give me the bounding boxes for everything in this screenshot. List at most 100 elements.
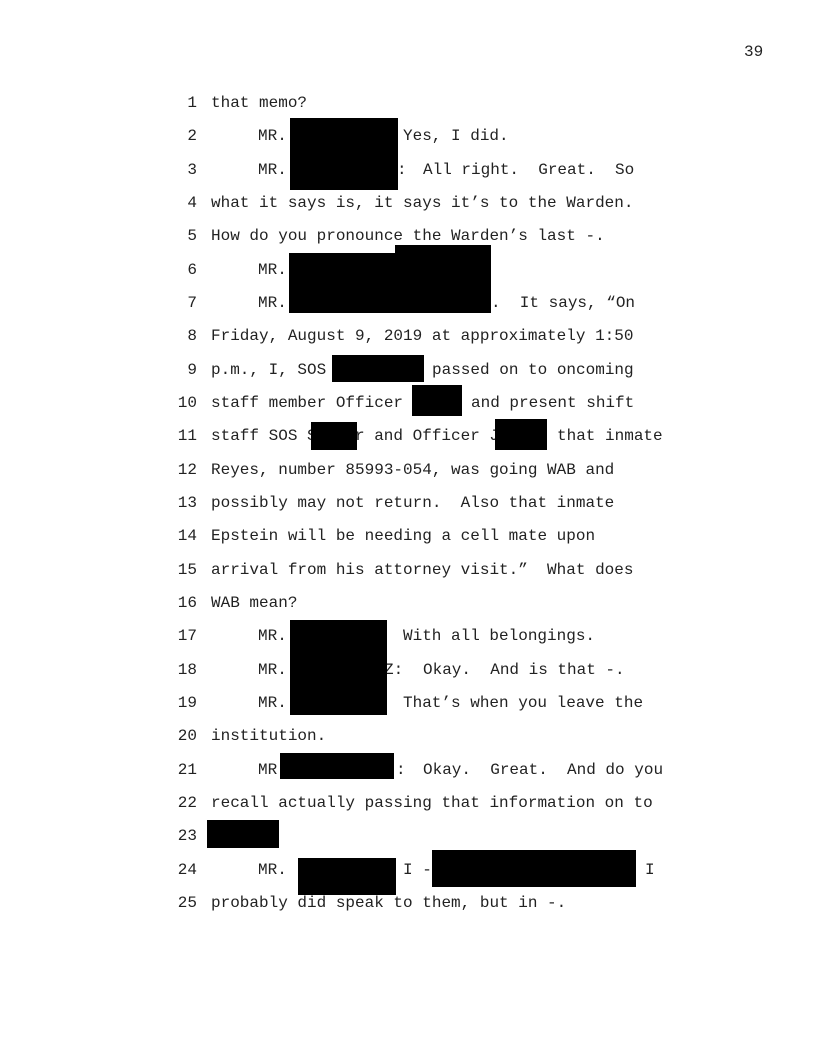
- transcript-line: 9 p.m., I, SOS passed on to oncoming: [0, 360, 816, 380]
- line-text: I -: [403, 860, 432, 879]
- line-text: . It says, “On: [491, 293, 636, 312]
- line-text: Z:: [384, 660, 404, 679]
- transcript-line: 19 MR. That’s when you leave the: [0, 693, 816, 713]
- line-number: 18: [177, 660, 197, 679]
- line-number: 2: [187, 127, 197, 146]
- line-text: Yes, I did.: [403, 127, 509, 146]
- line-text: Epstein will be needing a cell mate upon: [211, 527, 596, 546]
- line-text: and present shift: [471, 393, 635, 412]
- line-text: Okay. Great. And do you: [423, 760, 664, 779]
- line-number: 21: [177, 760, 197, 779]
- redaction-box: [495, 419, 547, 450]
- transcript-line: 6 MR.: [0, 260, 816, 280]
- transcript-line: 2 MR. Yes, I did.: [0, 126, 816, 146]
- transcript-line: 13 possibly may not return. Also that inm…: [0, 493, 816, 513]
- line-number: 14: [177, 527, 197, 546]
- transcript-line: 16 WAB mean?: [0, 593, 816, 613]
- line-text: possibly may not return. Also that inmat…: [211, 493, 615, 512]
- line-text: that memo?: [211, 94, 308, 112]
- transcript-line: 4 what it says is, it says it’s to the Wa…: [0, 193, 816, 213]
- line-text: probably did speak to them, but in -.: [211, 893, 567, 912]
- line-text: All right. Great. So: [423, 160, 635, 179]
- redaction-box: [298, 858, 396, 895]
- line-number: 20: [177, 727, 197, 746]
- redaction-box: [311, 422, 357, 450]
- transcript-line: 3 MR.: All right. Great. So: [0, 160, 816, 180]
- transcript-line: 22 recall actually passing that informati…: [0, 793, 816, 813]
- line-number: 4: [187, 193, 197, 212]
- line-number: 16: [177, 593, 197, 612]
- line-text: staff SOS S: [211, 427, 317, 446]
- redaction-box: [332, 355, 424, 382]
- line-number: 1: [187, 94, 197, 112]
- line-number: 13: [177, 493, 197, 512]
- line-text: passed on to oncoming: [432, 360, 634, 379]
- page-number: 39: [744, 43, 764, 61]
- line-text: :: [396, 760, 406, 779]
- line-text: p.m., I, SOS: [211, 360, 327, 379]
- transcript-line: 1 that memo?: [0, 93, 816, 113]
- line-text: I: [645, 860, 655, 879]
- line-text: MR.: [258, 660, 287, 679]
- line-number: 23: [177, 827, 197, 846]
- line-text: institution.: [211, 727, 327, 746]
- line-number: 25: [177, 893, 197, 912]
- transcript-line: 11 staff SOS S r and Officer J that inmate: [0, 426, 816, 446]
- line-text: Okay. And is that -.: [423, 660, 625, 679]
- line-text: Friday, August 9, 2019 at approximately …: [211, 327, 634, 346]
- redaction-box: [290, 118, 398, 190]
- redaction-box: [412, 385, 462, 416]
- line-text: MR.: [258, 693, 287, 712]
- line-number: 10: [177, 393, 197, 412]
- line-text: arrival from his attorney visit.” What d…: [211, 560, 634, 579]
- transcript-line: 15 arrival from his attorney visit.” What…: [0, 560, 816, 580]
- line-text: MR.: [258, 127, 287, 146]
- transcript-line: 7 MR. . It says, “On: [0, 293, 816, 313]
- line-text: MR.: [258, 860, 287, 879]
- redaction-box: [290, 620, 387, 715]
- line-text: that inmate: [557, 427, 663, 446]
- line-number: 3: [187, 160, 197, 179]
- line-number: 17: [177, 627, 197, 646]
- line-text: r and Officer J: [355, 427, 500, 446]
- line-number: 11: [177, 427, 197, 446]
- transcript-line: 23: [0, 826, 816, 846]
- transcript-line: 8 Friday, August 9, 2019 at approximately…: [0, 326, 816, 346]
- line-text: MR.: [258, 260, 287, 279]
- line-number: 8: [187, 327, 197, 346]
- redaction-box: [432, 850, 636, 887]
- line-text: MR: [258, 760, 278, 779]
- redaction-box: [280, 753, 394, 779]
- transcript-line: 20 institution.: [0, 726, 816, 746]
- transcript-line: 25 probably did speak to them, but in -.: [0, 893, 816, 913]
- line-number: 6: [187, 260, 197, 279]
- transcript-line: 12 Reyes, number 85993-054, was going WAB…: [0, 460, 816, 480]
- line-text: recall actually passing that information…: [211, 793, 653, 812]
- line-text: That’s when you leave the: [403, 693, 644, 712]
- line-number: 19: [177, 693, 197, 712]
- transcript-line: 14 Epstein will be needing a cell mate up…: [0, 526, 816, 546]
- line-text: :: [397, 160, 407, 179]
- line-number: 15: [177, 560, 197, 579]
- line-text: WAB mean?: [211, 593, 298, 612]
- redaction-box: [289, 253, 405, 313]
- line-number: 5: [187, 227, 197, 246]
- line-number: 22: [177, 793, 197, 812]
- line-number: 24: [177, 860, 197, 879]
- line-text: MR.: [258, 293, 287, 312]
- transcript-line: 24 MR. I - I: [0, 860, 816, 880]
- line-number: 9: [187, 360, 197, 379]
- line-text: MR.: [258, 160, 287, 179]
- line-text: With all belongings.: [403, 627, 596, 646]
- line-text: what it says is, it says it’s to the War…: [211, 193, 634, 212]
- transcript-line: 21 MR: Okay. Great. And do you: [0, 760, 816, 780]
- transcript-line: 18 MR. Z: Okay. And is that -.: [0, 660, 816, 680]
- redaction-box: [207, 820, 279, 848]
- line-number: 7: [187, 293, 197, 312]
- line-number: 12: [177, 460, 197, 479]
- redaction-box: [395, 245, 491, 313]
- line-text: Reyes, number 85993-054, was going WAB a…: [211, 460, 615, 479]
